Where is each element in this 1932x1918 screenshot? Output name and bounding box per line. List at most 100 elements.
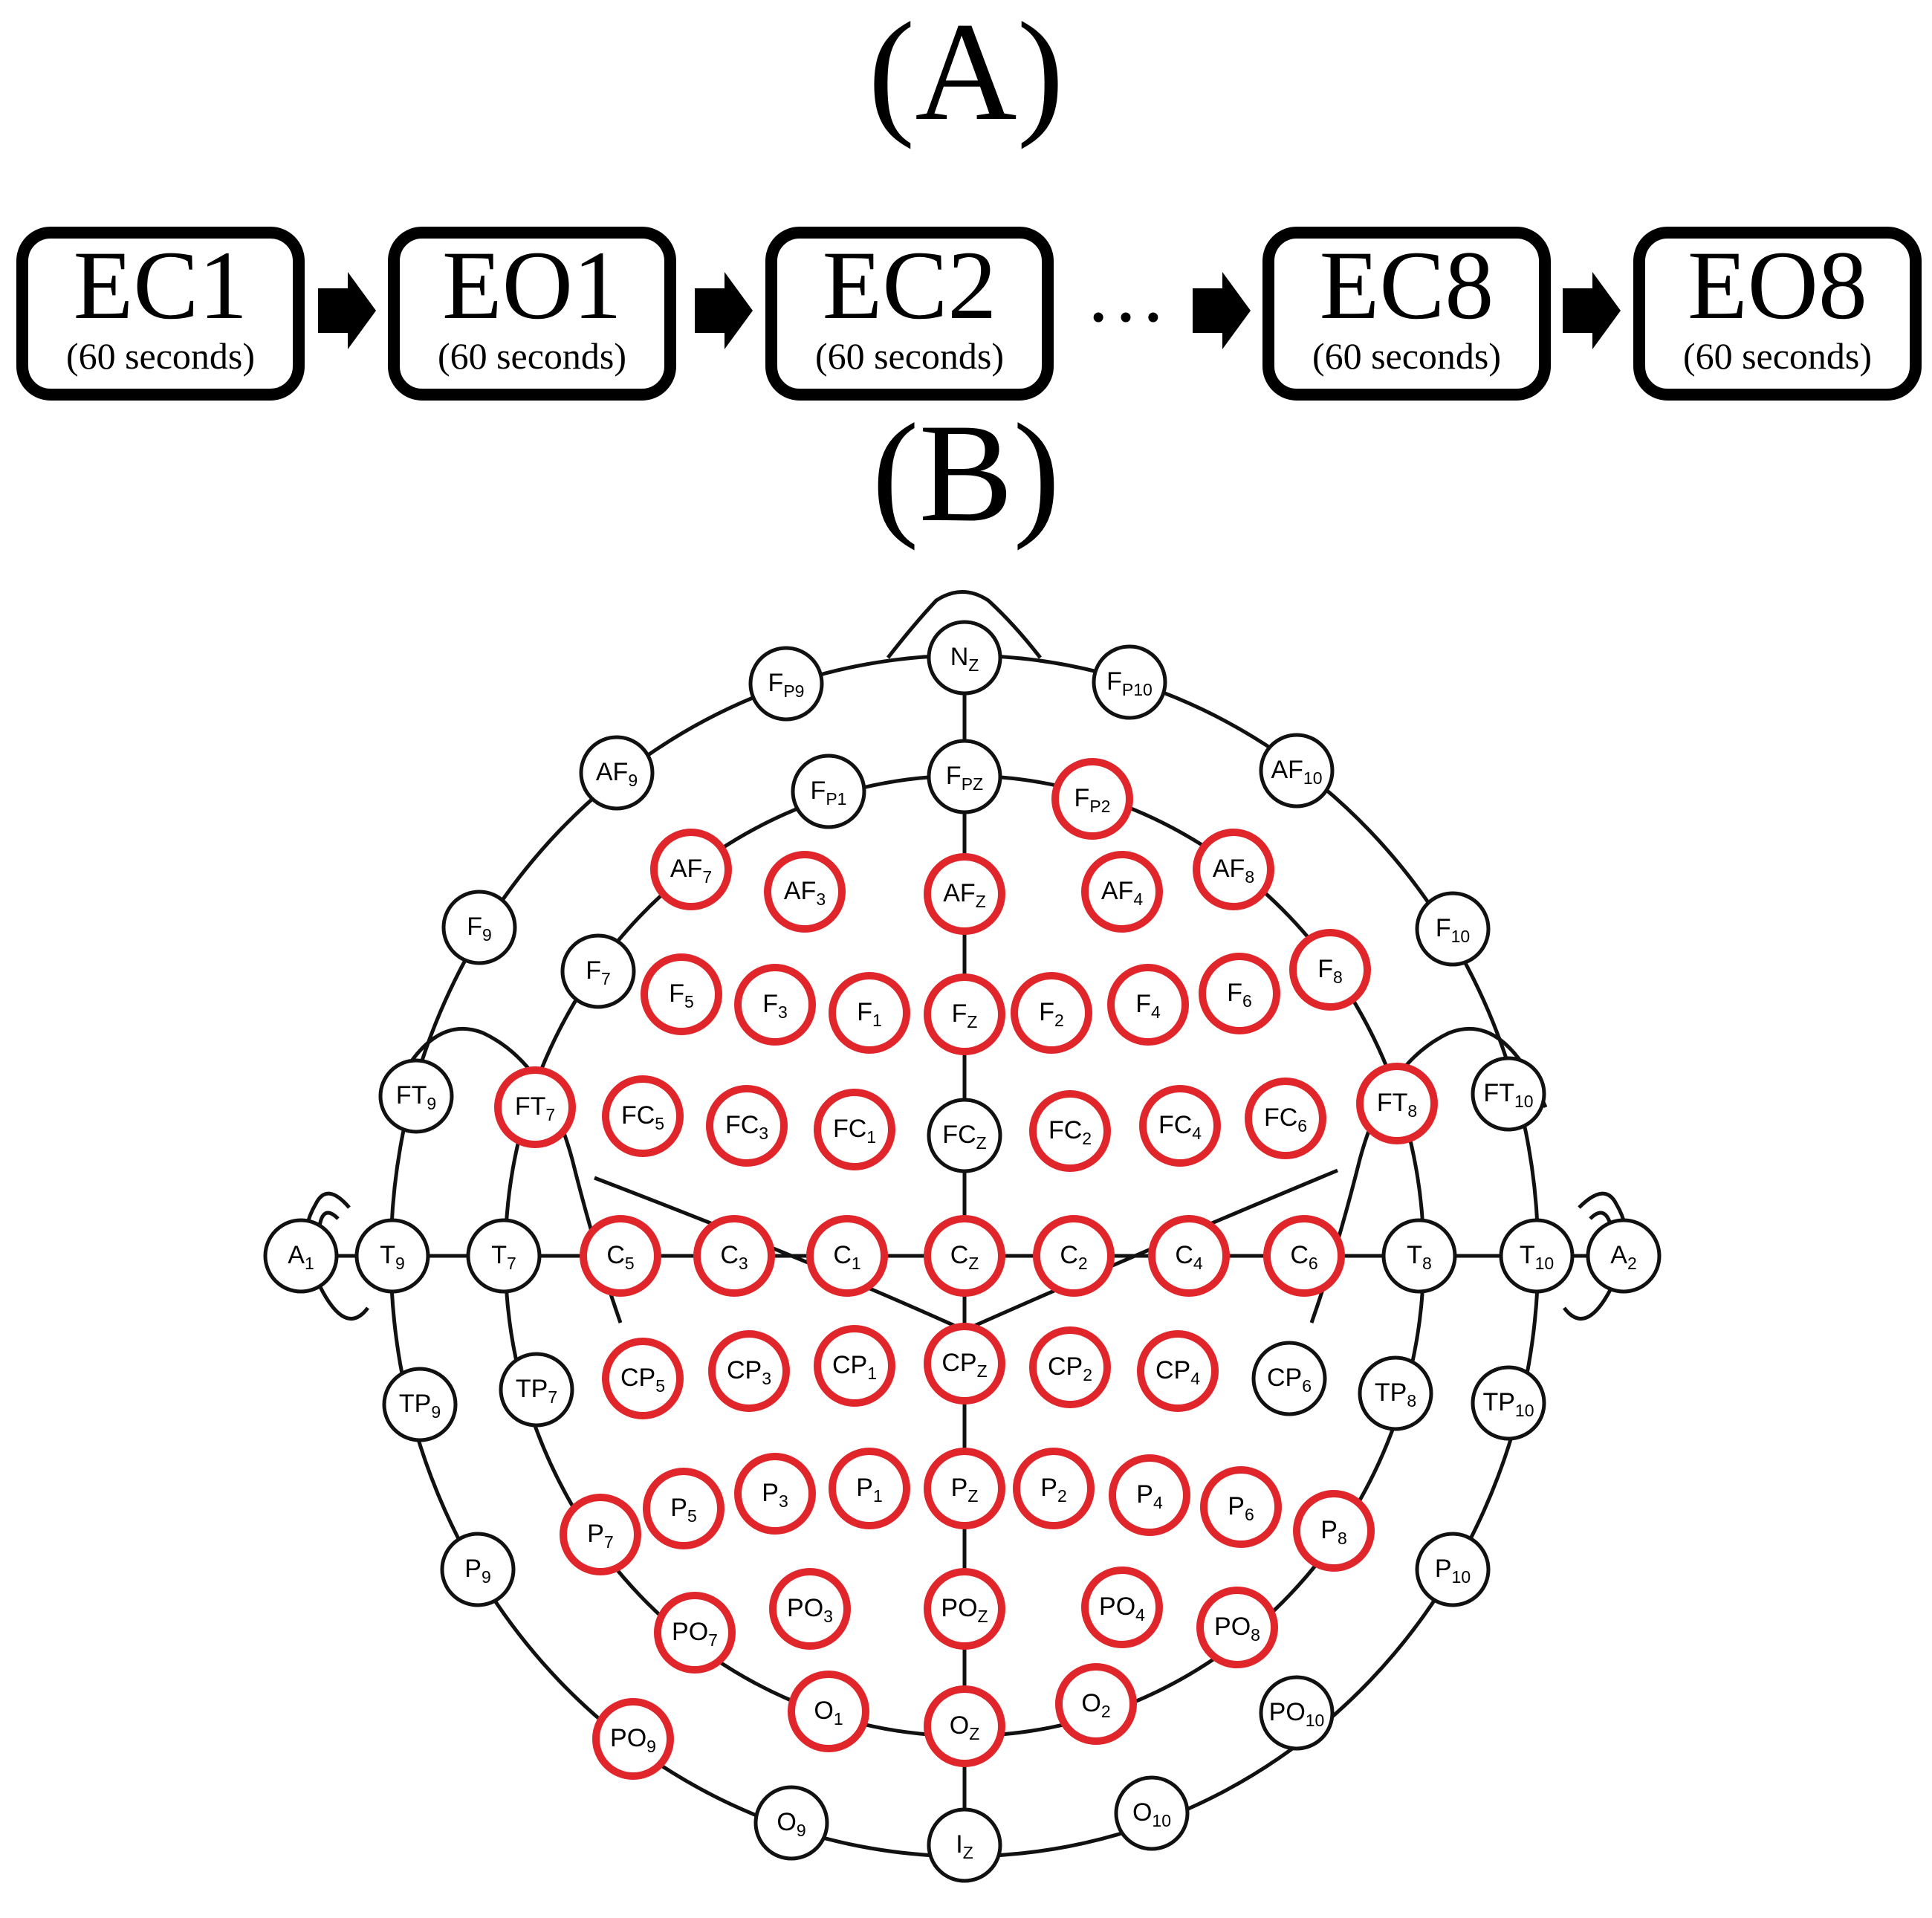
- electrode-label-sub: 9: [427, 1094, 436, 1113]
- electrode-cp2: CP2: [1029, 1326, 1111, 1408]
- electrode-label-base: AF: [1213, 855, 1245, 883]
- electrode-marker-selected: [764, 851, 846, 933]
- electrode-t8: T8: [1381, 1218, 1457, 1294]
- electrode-label-base: AF: [1101, 877, 1133, 905]
- electrode-marker-selected: [806, 1215, 888, 1297]
- electrode-label-base: CP: [727, 1356, 762, 1384]
- electrode-label-sub: 3: [823, 1607, 833, 1626]
- electrode-tp10: TP10: [1471, 1365, 1546, 1441]
- electrode-label: FC3: [725, 1111, 768, 1143]
- electrode-label-base: FC: [725, 1111, 759, 1139]
- electrode-label-sub: 4: [1133, 890, 1143, 909]
- electrode-po7: PO7: [654, 1592, 736, 1674]
- electrode-label-sub: Z: [969, 1724, 979, 1743]
- electrode-label: CP3: [727, 1356, 771, 1388]
- electrode-label-base: O: [777, 1808, 796, 1836]
- electrode-label-base: FC: [942, 1121, 976, 1149]
- electrode-label-sub: 1: [873, 1486, 883, 1506]
- electrode-cp3: CP3: [708, 1330, 790, 1412]
- electrode-fp2: FP2: [1051, 758, 1133, 840]
- electrode-label: PO10: [1269, 1698, 1325, 1730]
- electrode-label-base: F: [1317, 955, 1333, 983]
- electrode-label-sub: 2: [1057, 1486, 1067, 1506]
- electrode-marker-selected: [1245, 1078, 1326, 1159]
- electrode-label-base: CP: [1155, 1356, 1190, 1384]
- electrode-label-sub: 2: [1101, 1702, 1111, 1721]
- electrode-marker-selected: [580, 1215, 661, 1297]
- electrode-af10: AF10: [1259, 733, 1335, 809]
- electrode-label-base: FC: [833, 1115, 866, 1143]
- electrode-label-sub: 10: [1451, 927, 1471, 946]
- electrode-label: P8: [1320, 1516, 1346, 1548]
- electrode-label-sub: 8: [1422, 1254, 1432, 1273]
- electrode-marker-selected: [1029, 1090, 1111, 1172]
- electrode-marker: [466, 1218, 542, 1294]
- electrode-label-base: F: [946, 762, 962, 790]
- electrode-label: P4: [1136, 1480, 1163, 1512]
- electrode-label-sub: Z: [967, 1012, 977, 1031]
- electrode-fp1: FP1: [791, 754, 866, 829]
- electrode-label-base: FT: [1377, 1089, 1408, 1117]
- electrode-label: TP7: [516, 1375, 557, 1407]
- electrode-label-base: AF: [784, 877, 816, 905]
- panel-a-label: (A): [868, 0, 1064, 150]
- electrode-label: FP9: [768, 669, 805, 701]
- electrode-p5: P5: [643, 1468, 724, 1549]
- panel-a: (A) EC1 (60 seconds) EO1 (60 seconds) EC…: [16, 0, 1922, 401]
- electrode-label-sub: 7: [601, 969, 611, 988]
- electrode-label-base: P: [856, 1474, 873, 1502]
- electrode-label-base: P: [587, 1520, 604, 1548]
- electrode-label: CP2: [1048, 1352, 1092, 1384]
- electrode-label-base: F: [586, 956, 601, 985]
- electrode-label: C3: [720, 1241, 748, 1273]
- electrode-label-base: FC: [1048, 1116, 1082, 1144]
- electrode-cz: CZ: [924, 1215, 1005, 1297]
- electrode-f1: F1: [829, 972, 910, 1054]
- electrode-marker-selected: [924, 1568, 1005, 1650]
- electrode-label-sub: 10: [1452, 1567, 1471, 1587]
- electrode-label: F8: [1317, 955, 1343, 987]
- electrode-marker-selected: [829, 1448, 910, 1529]
- electrode-label-base: A: [1610, 1241, 1627, 1269]
- electrode-label-sub: 1: [872, 1011, 882, 1030]
- electrode-label: P3: [762, 1479, 788, 1511]
- electrode-c1: C1: [806, 1215, 888, 1297]
- electrode-label-sub: 5: [655, 1114, 664, 1133]
- electrode-label-base: FT: [396, 1081, 427, 1109]
- electrode-label-base: PO: [610, 1724, 646, 1752]
- electrode-label: FC1: [833, 1115, 876, 1147]
- electrode-label-sub: 6: [1242, 991, 1252, 1011]
- electrode-label-sub: Z: [968, 655, 979, 675]
- electrode-label-sub: 2: [1082, 1129, 1092, 1148]
- electrode-label-base: CP: [620, 1364, 655, 1392]
- electrode-marker-selected: [734, 964, 816, 1046]
- electrode-f6: F6: [1199, 953, 1280, 1034]
- electrode-marker-selected: [1081, 1567, 1163, 1648]
- electrode-label: TP8: [1375, 1378, 1416, 1410]
- electrode-label: F5: [669, 979, 694, 1011]
- electrode-p3: P3: [734, 1453, 816, 1535]
- electrode-label-base: CP: [832, 1351, 867, 1379]
- electrode-marker: [1586, 1218, 1662, 1294]
- electrode-marker: [354, 1218, 430, 1294]
- electrode-marker-selected: [769, 1568, 851, 1650]
- electrode-label-base: F: [1135, 990, 1151, 1018]
- electrode-label-sub: 1: [866, 1127, 876, 1147]
- electrode-label: FC2: [1048, 1116, 1092, 1148]
- electrode-marker-selected: [1051, 758, 1133, 840]
- electrode-label: FC6: [1264, 1104, 1307, 1135]
- electrode-fc3: FC3: [706, 1085, 788, 1167]
- electrode-label-base: C: [833, 1241, 852, 1269]
- electrode-label: P9: [464, 1555, 490, 1587]
- electrode-af9: AF9: [579, 735, 655, 811]
- electrode-label: TP10: [1482, 1388, 1534, 1420]
- electrode-f7: F7: [560, 933, 636, 1009]
- arrow-right-icon: [1193, 272, 1251, 349]
- electrode-label-sub: Z: [976, 1133, 987, 1153]
- electrode-label-sub: 10: [1306, 1711, 1325, 1730]
- electrode-marker-selected: [602, 1338, 684, 1419]
- electrode-label: TP9: [399, 1390, 441, 1422]
- electrode-marker-selected: [654, 1592, 736, 1674]
- electrode-tp8: TP8: [1358, 1355, 1433, 1431]
- electrode-marker: [748, 646, 824, 722]
